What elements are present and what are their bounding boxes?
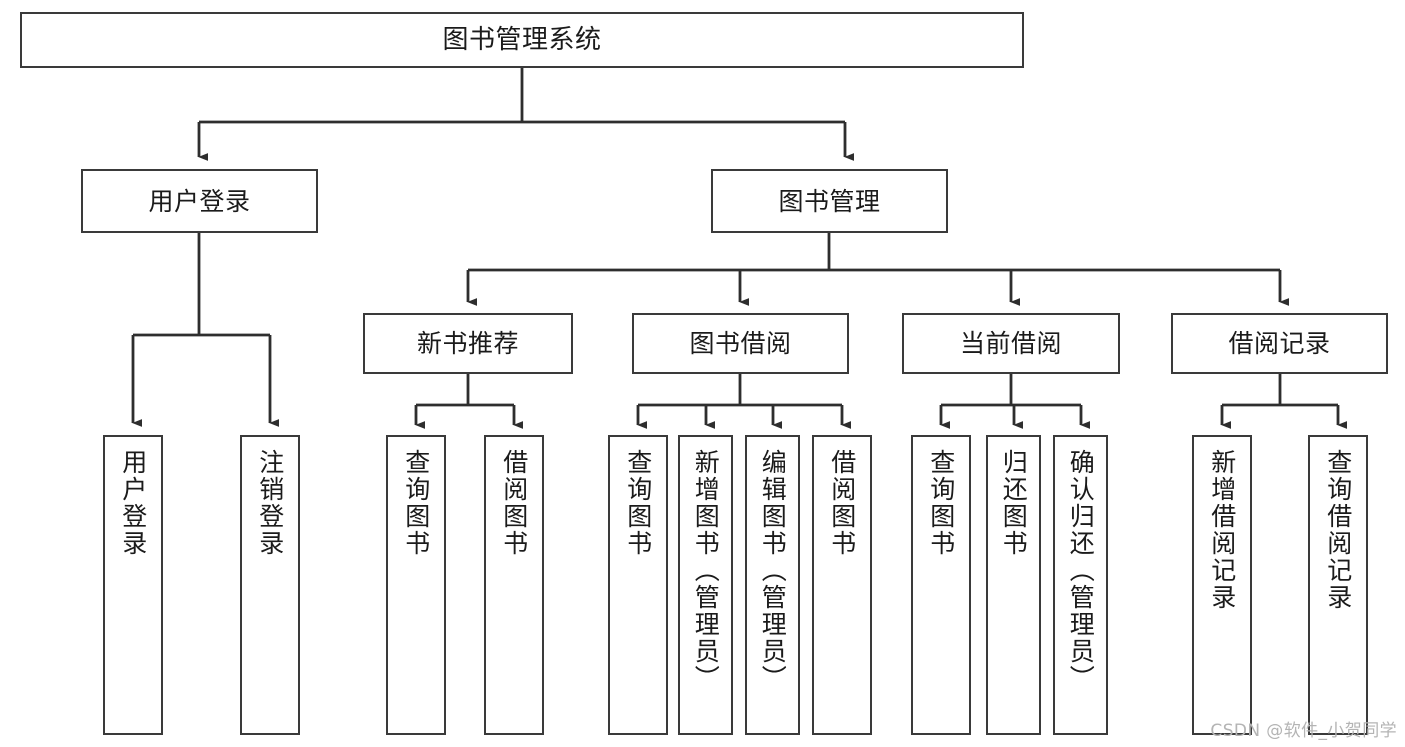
node-current-borrow[interactable]: 当前借阅: [902, 313, 1120, 374]
node-leaf-borrow-book[interactable]: 借阅图书: [812, 435, 872, 735]
node-label: 用户登录: [118, 449, 148, 557]
node-label: 注销登录: [255, 449, 285, 557]
node-label: 借阅记录: [1228, 329, 1331, 358]
node-root-system[interactable]: 图书管理系统: [20, 12, 1024, 68]
node-label: 确认归还（管理员）: [1066, 449, 1096, 692]
node-leaf-borrow-book-rec[interactable]: 借阅图书: [484, 435, 544, 735]
node-new-book-recommend[interactable]: 新书推荐: [363, 313, 573, 374]
node-label: 图书管理系统: [442, 25, 602, 55]
node-borrow-record[interactable]: 借阅记录: [1171, 313, 1388, 374]
node-label: 新增图书（管理员）: [691, 449, 721, 692]
node-user-login[interactable]: 用户登录: [81, 169, 318, 233]
node-leaf-query-book-current[interactable]: 查询图书: [911, 435, 971, 735]
node-label: 查询图书: [926, 449, 956, 557]
node-leaf-query-borrow-record[interactable]: 查询借阅记录: [1308, 435, 1368, 735]
node-leaf-return-book[interactable]: 归还图书: [986, 435, 1041, 735]
node-label: 借阅图书: [827, 449, 857, 557]
node-book-borrow[interactable]: 图书借阅: [632, 313, 849, 374]
node-label: 当前借阅: [959, 329, 1062, 358]
node-leaf-add-book-admin[interactable]: 新增图书（管理员）: [678, 435, 733, 735]
node-label: 编辑图书（管理员）: [758, 449, 788, 692]
node-label: 新增借阅记录: [1207, 449, 1237, 611]
node-leaf-add-borrow-record[interactable]: 新增借阅记录: [1192, 435, 1252, 735]
node-leaf-user-logout[interactable]: 注销登录: [240, 435, 300, 735]
node-book-manage[interactable]: 图书管理: [711, 169, 948, 233]
node-label: 图书借阅: [689, 329, 792, 358]
node-leaf-user-login[interactable]: 用户登录: [103, 435, 163, 735]
node-label: 图书管理: [778, 186, 881, 216]
node-label: 归还图书: [999, 449, 1029, 557]
node-label: 新书推荐: [416, 329, 519, 358]
node-leaf-edit-book-admin[interactable]: 编辑图书（管理员）: [745, 435, 800, 735]
node-leaf-query-book-borrow[interactable]: 查询图书: [608, 435, 668, 735]
node-label: 用户登录: [148, 186, 251, 216]
node-label: 借阅图书: [499, 449, 529, 557]
node-label: 查询图书: [401, 449, 431, 557]
csdn-watermark: CSDN @软件_小贺同学: [1210, 721, 1397, 741]
node-label: 查询图书: [623, 449, 653, 557]
node-label: 查询借阅记录: [1323, 449, 1353, 611]
node-leaf-query-book-rec[interactable]: 查询图书: [386, 435, 446, 735]
node-leaf-confirm-return-admin[interactable]: 确认归还（管理员）: [1053, 435, 1108, 735]
